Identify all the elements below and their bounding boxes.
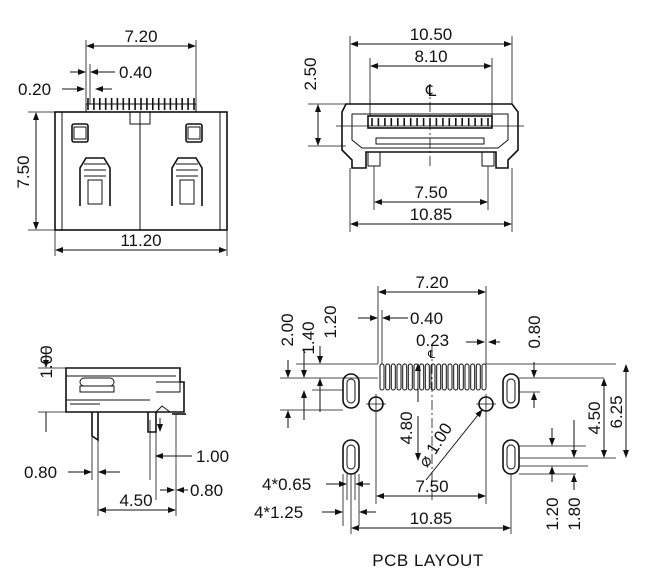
pin [424, 363, 430, 391]
pin [481, 363, 487, 391]
slot-top-right [502, 373, 520, 409]
dim-tab-width: 0.80 [24, 463, 57, 482]
top-view-left: 7.20 0.40 0.20 7.50 11.20 [14, 27, 228, 256]
dim-pcb-pitch: 0.40 [410, 309, 443, 328]
pin [396, 363, 402, 391]
side-lead-left [91, 412, 99, 442]
dim-pitch: 0.40 [119, 63, 152, 82]
svg-text:℄: ℄ [427, 349, 435, 361]
dim-lead-height: 1.00 [196, 447, 229, 466]
dim-slot-width: 4*0.65 [262, 475, 311, 494]
pcb-layout-caption: PCB LAYOUT [372, 551, 483, 570]
dim-width-top: 7.20 [124, 27, 157, 46]
locating-tab [129, 112, 151, 125]
dim-height-right: 2.50 [301, 57, 320, 90]
dim-pcb-overall-width: 10.85 [410, 509, 453, 528]
pin [430, 363, 436, 391]
slot-top-left [342, 373, 360, 409]
pin [379, 363, 385, 391]
dim-lower-width-a: 7.50 [414, 183, 447, 202]
dim-hole-spacing: 7.50 [415, 477, 448, 496]
pin [419, 363, 425, 391]
square-hole-right [185, 123, 203, 143]
dim-pcb-4-50: 4.50 [585, 401, 604, 434]
pin [441, 363, 447, 391]
pin [436, 363, 442, 391]
pin [390, 363, 396, 391]
front-shell [341, 103, 519, 169]
dim-side-pitch: 4.50 [119, 491, 152, 510]
dim-hole-diameter: ⌀ 1.00 [415, 420, 457, 471]
dim-side-height: 1.00 [37, 345, 56, 378]
square-hole-left [71, 123, 89, 143]
dim-overall-width: 10.50 [410, 25, 453, 44]
dim-pcb-1-40: 1.40 [299, 321, 318, 354]
dim-pcb-6-25: 6.25 [607, 395, 626, 428]
dim-pcb-1-20-bottom: 1.20 [543, 497, 562, 530]
side-lead-right [147, 412, 157, 433]
dim-lower-width-b: 10.85 [410, 205, 453, 224]
dim-pcb-pad-span: 7.20 [415, 273, 448, 292]
pin [464, 363, 470, 391]
pin [458, 363, 464, 391]
dim-slot-length: 4*1.25 [254, 503, 303, 522]
spring-clip-right [171, 157, 203, 206]
dim-width-bottom: 11.20 [120, 231, 161, 250]
spring-clip-left [79, 157, 111, 206]
dim-pcb-1-80: 1.80 [565, 497, 584, 530]
pin [407, 363, 413, 391]
pin [453, 363, 459, 391]
side-body [65, 367, 185, 413]
dim-pcb-pad-width: 0.23 [416, 331, 449, 350]
pin [413, 363, 419, 391]
dim-lead-width: 0.80 [190, 481, 223, 500]
dim-height: 7.50 [14, 155, 33, 188]
dim-pcb-1-20-top: 1.20 [321, 305, 340, 338]
top-view-right: ℄ 10.50 8.10 2.50 7.50 10.85 [301, 25, 524, 232]
svg-text:℄: ℄ [425, 83, 437, 100]
dim-pcb-4-80: 4.80 [397, 411, 416, 444]
dim-pcb-0-80: 0.80 [525, 315, 544, 348]
dim-inner-width: 8.10 [414, 47, 447, 66]
pcb-pad-row [379, 363, 487, 391]
dim-pcb-2-00: 2.00 [278, 313, 297, 346]
pcb-layout: ℄ 7.20 0.40 0.23 [254, 273, 629, 570]
pin [385, 363, 391, 391]
pin [402, 363, 408, 391]
pin [475, 363, 481, 391]
pin [447, 363, 453, 391]
contact-pins [371, 118, 489, 126]
pin [470, 363, 476, 391]
side-view: 1.00 0.80 1.00 4.50 0.80 [24, 345, 229, 516]
dim-pin-width: 0.20 [18, 80, 51, 99]
